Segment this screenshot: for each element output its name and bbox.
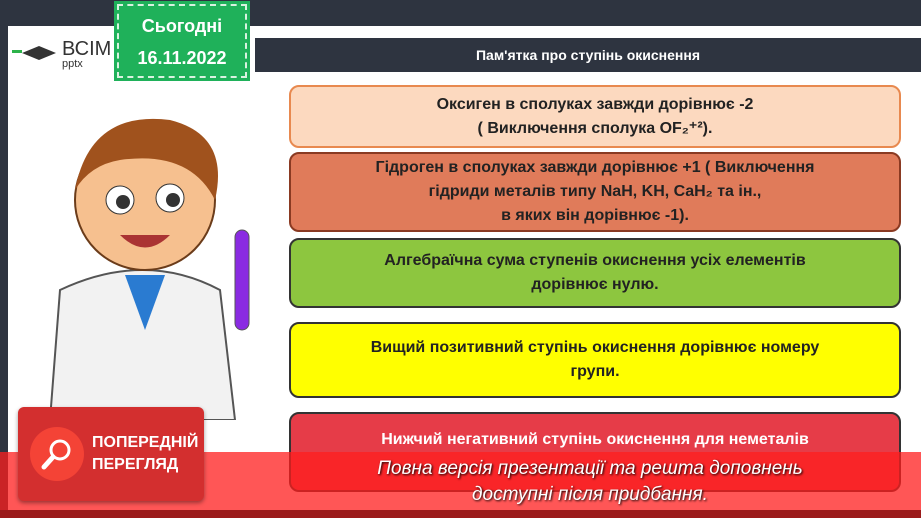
rule-text: дорівнює нулю. <box>531 276 659 293</box>
preview-label: ПЕРЕГЛЯД <box>92 456 179 473</box>
logo-subtext: pptx <box>62 58 83 70</box>
rule-box-sum: Алгебраїчна сума ступенів окиснення усіх… <box>289 238 901 308</box>
preview-badge: ПОПЕРЕДНІЙ ПЕРЕГЛЯД <box>18 407 204 501</box>
date-value: 16.11.2022 <box>137 48 227 68</box>
magnifier-icon <box>30 427 84 481</box>
rule-text: ( Виключення сполука OF₂⁺²). <box>477 119 713 137</box>
overlay-line: доступні після придбання. <box>472 484 708 505</box>
date-label: Сьогодні <box>141 16 223 36</box>
rule-box-highest: Вищий позитивний ступінь окиснення дорів… <box>289 322 901 398</box>
slide-title: Пам'ятка про ступінь окиснення <box>255 38 921 72</box>
date-badge: Сьогодні 16.11.2022 <box>114 1 250 81</box>
graduation-cap-icon <box>12 46 58 64</box>
rule-text: Вищий позитивний ступінь окиснення дорів… <box>370 339 820 356</box>
preview-label: ПОПЕРЕДНІЙ <box>92 434 199 451</box>
rule-text: Алгебраїчна сума ступенів окиснення усіх… <box>384 252 806 269</box>
rule-text: гідриди металів типу NaH, KH, CaH₂ та ін… <box>428 183 762 200</box>
rule-text: Нижчий негативний ступінь окиснення для … <box>381 431 809 448</box>
rule-text: Оксиген в сполуках завжди дорівнює -2 <box>436 95 754 113</box>
scientist-boy-illustration <box>48 118 250 420</box>
bottom-bar <box>0 510 921 518</box>
rule-text: Гідроген в сполуках завжди дорівнює +1 (… <box>375 159 815 176</box>
logo-text: ВСІМ <box>62 38 112 60</box>
rule-text: групи. <box>570 363 620 380</box>
rule-text: в яких він дорівнює -1). <box>501 207 689 224</box>
rule-box-hydrogen: Гідроген в сполуках завжди дорівнює +1 (… <box>289 152 901 232</box>
overlay-message: Повна версія презентації та решта доповн… <box>300 456 880 508</box>
rule-box-oxygen: Оксиген в сполуках завжди дорівнює -2 ( В… <box>289 85 901 148</box>
overlay-line: Повна версія презентації та решта доповн… <box>377 458 803 479</box>
